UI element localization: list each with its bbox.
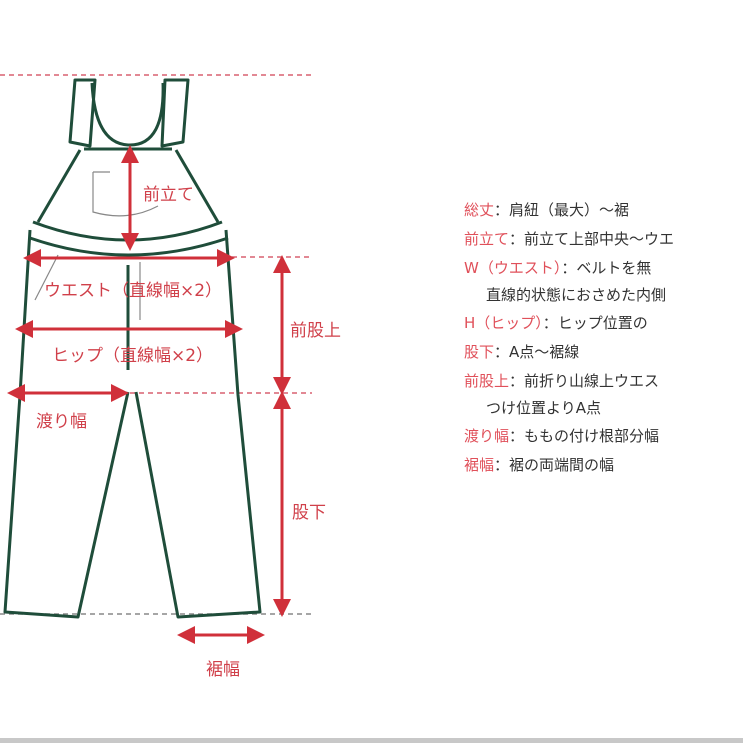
legend-row-hem: 裾幅：裾の両端間の幅 — [464, 456, 615, 474]
label-hem: 裾幅 — [206, 660, 240, 680]
label-thigh: 渡り幅 — [36, 412, 87, 432]
legend-row-front-placket: 前立て：前立て上部中央～ウエ — [464, 230, 675, 248]
legend-row-inseam: 股下：A点～裾線 — [464, 343, 580, 361]
legend-row-front-rise: 前股上：前折り山線上ウエス — [464, 372, 660, 390]
legend-row-waist: W（ウエスト）：ベルトを無 — [464, 259, 652, 277]
label-hip: ヒップ（直線幅×2） — [52, 346, 214, 366]
label-front-placket: 前立て — [143, 185, 194, 205]
guide-lines — [0, 74, 312, 615]
label-front-rise: 前股上 — [290, 321, 341, 341]
legend-row-total-length: 総丈：肩紐（最大）～裾 — [464, 201, 630, 219]
label-inseam: 股下 — [292, 503, 326, 523]
legend-row-thigh: 渡り幅：ももの付け根部分幅 — [464, 427, 660, 445]
legend-row-hip: H（ヒップ）：ヒップ位置の — [464, 314, 648, 332]
measurement-legend: 総丈：肩紐（最大）～裾 前立て：前立て上部中央～ウエ W（ウエスト）：ベルトを無… — [464, 196, 674, 480]
legend-row-front-rise-cont: つけ位置よりA点 — [486, 399, 601, 417]
measurement-arrows — [7, 145, 291, 644]
label-waist: ウエスト（直線幅×2） — [44, 281, 223, 301]
legend-row-waist-cont: 直線的状態におさめた内側 — [486, 286, 667, 304]
bottom-border — [0, 738, 743, 743]
